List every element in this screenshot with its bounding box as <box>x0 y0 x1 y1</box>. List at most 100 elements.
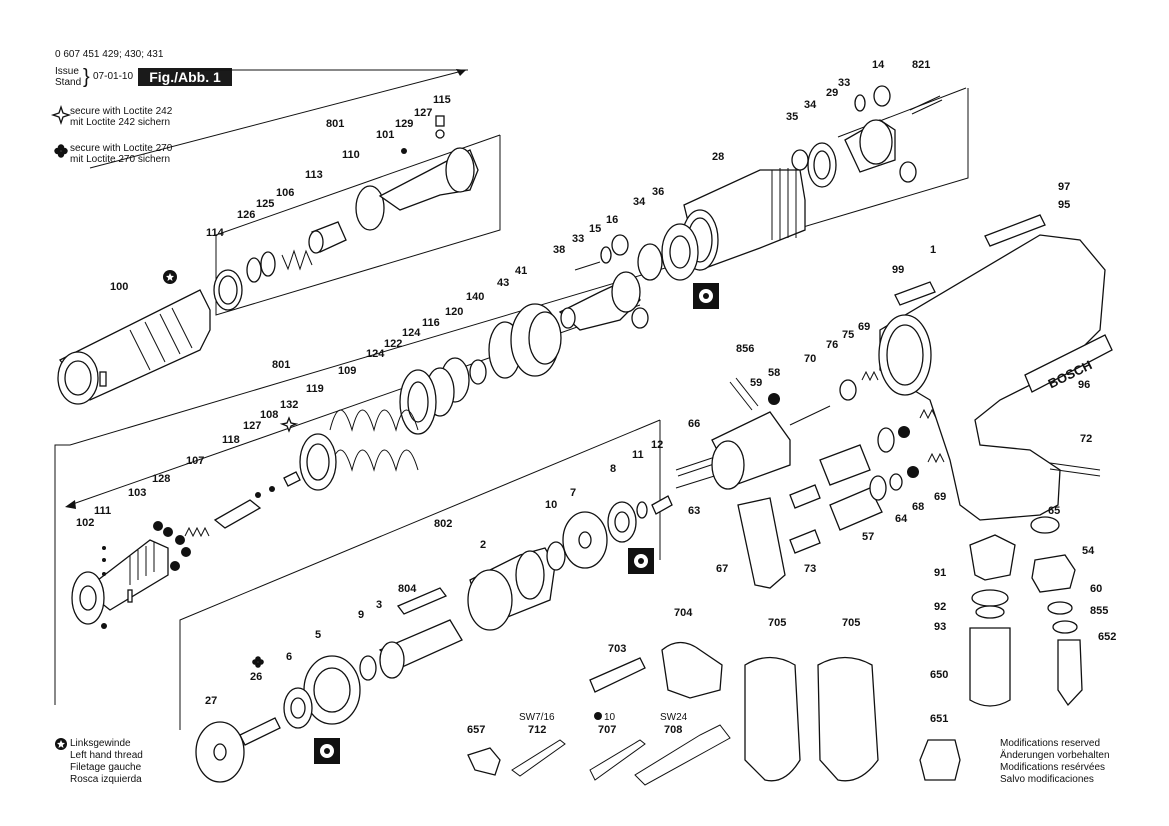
label-69a: 69 <box>858 321 870 333</box>
label-sw24: SW24 <box>660 712 688 723</box>
label-126: 126 <box>237 209 255 221</box>
label-75: 75 <box>842 329 854 341</box>
label-703: 703 <box>608 643 626 655</box>
label-712: 712 <box>528 724 546 736</box>
parts-spindle <box>71 486 275 629</box>
label-704: 704 <box>674 607 693 619</box>
label-107: 107 <box>186 455 204 467</box>
label-36: 36 <box>652 186 664 198</box>
label-28: 28 <box>712 151 724 163</box>
parts-lower-row <box>195 587 463 783</box>
stand-label: Stand <box>55 77 82 88</box>
parts-rotor-38 <box>558 223 699 331</box>
loctite270-en: secure with Loctite 270 <box>70 143 173 154</box>
label-15: 15 <box>589 223 601 235</box>
label-804: 804 <box>398 583 417 595</box>
label-68: 68 <box>912 501 924 513</box>
left-thread-fr: Filetage gauche <box>70 762 142 773</box>
label-95: 95 <box>1058 199 1070 211</box>
label-109: 109 <box>338 365 356 377</box>
label-27: 27 <box>205 695 217 707</box>
label-106: 106 <box>276 187 294 199</box>
bearing-symbol-6 <box>314 738 340 764</box>
label-108: 108 <box>260 409 278 421</box>
loctite270-icon-26 <box>252 656 264 668</box>
figure-label: Fig./Abb. 1 <box>138 68 232 86</box>
label-122: 122 <box>384 338 402 350</box>
label-66: 66 <box>688 418 700 430</box>
parts-gear-assembly <box>279 357 470 491</box>
left-thread-icon <box>55 738 67 750</box>
parts-accessories <box>467 641 879 786</box>
part-100-sleeve <box>57 289 211 405</box>
label-70: 70 <box>804 353 816 365</box>
label-72: 72 <box>1080 433 1092 445</box>
label-652: 652 <box>1098 631 1116 643</box>
parts-air-inlet <box>919 516 1083 781</box>
label-38: 38 <box>553 244 565 256</box>
label-16: 16 <box>606 214 618 226</box>
label-69b: 69 <box>934 491 946 503</box>
label-821: 821 <box>912 59 930 71</box>
label-129: 129 <box>395 118 413 130</box>
label-33b: 33 <box>572 233 584 245</box>
label-114: 114 <box>206 227 225 239</box>
parts-cylinder-41 <box>469 303 562 385</box>
label-57: 57 <box>862 531 874 543</box>
label-3: 3 <box>376 599 382 611</box>
bearing-symbol-28 <box>693 283 719 309</box>
label-96: 96 <box>1078 379 1090 391</box>
left-thread-de: Linksgewinde <box>70 738 131 749</box>
loctite270-de: mit Loctite 270 sichern <box>70 154 171 165</box>
label-119: 119 <box>306 383 324 395</box>
bearing-symbol-8 <box>628 548 654 574</box>
parts-valve <box>675 370 945 589</box>
label-120: 120 <box>445 306 463 318</box>
label-118: 118 <box>222 434 240 446</box>
loctite242-de: mit Loctite 242 sichern <box>70 117 171 128</box>
label-11: 11 <box>632 449 644 461</box>
label-9: 9 <box>358 609 364 621</box>
label-651: 651 <box>930 713 948 725</box>
label-65: 65 <box>1048 505 1060 517</box>
part-numbers: 0 607 451 429; 430; 431 <box>55 49 164 60</box>
label-67: 67 <box>716 563 728 575</box>
label-59: 59 <box>750 377 762 389</box>
label-1: 1 <box>930 244 936 256</box>
loctite242-icon <box>50 104 72 126</box>
label-111: 111 <box>94 505 111 517</box>
label-124a: 124 <box>402 327 421 339</box>
label-91: 91 <box>934 567 946 579</box>
label-34a: 34 <box>804 99 817 111</box>
label-124b: 124 <box>366 348 385 360</box>
label-93: 93 <box>934 621 946 633</box>
label-115: 115 <box>433 94 451 106</box>
label-99: 99 <box>892 264 904 276</box>
label-100: 100 <box>110 281 128 293</box>
label-26: 26 <box>250 671 262 683</box>
label-73: 73 <box>804 563 816 575</box>
parts-upper-row <box>213 115 479 311</box>
label-43: 43 <box>497 277 509 289</box>
issue-date: 07-01-10 <box>93 71 134 82</box>
label-60: 60 <box>1090 583 1102 595</box>
label-128: 128 <box>152 473 170 485</box>
part-1-housing <box>878 214 1113 521</box>
label-103: 103 <box>128 487 146 499</box>
label-113: 113 <box>305 169 323 181</box>
label-705b: 705 <box>842 617 860 629</box>
label-110: 110 <box>342 149 360 161</box>
mod-de: Änderungen vorbehalten <box>1000 750 1110 761</box>
label-140: 140 <box>466 291 484 303</box>
label-801b: 801 <box>272 359 290 371</box>
label-7: 7 <box>570 487 576 499</box>
label-sw10: 10 <box>604 712 616 723</box>
hex-10-icon <box>594 712 602 720</box>
loctite242-en: secure with Loctite 242 <box>70 106 173 117</box>
label-708: 708 <box>664 724 682 736</box>
label-12: 12 <box>651 439 663 451</box>
label-34b: 34 <box>633 196 646 208</box>
label-127a: 127 <box>414 107 432 119</box>
